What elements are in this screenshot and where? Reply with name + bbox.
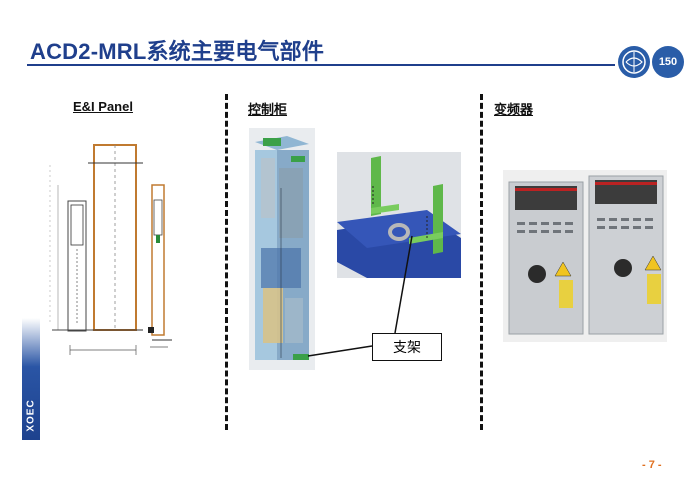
bracket-callout-label: 支架 [372, 333, 442, 361]
anniversary-logo-text: 150 [658, 56, 678, 68]
page-number: - 7 - [642, 459, 662, 471]
ei-panel-drawing [49, 144, 172, 355]
column-separator-left [225, 94, 228, 430]
heading-inverter: 变频器 [494, 102, 534, 117]
inverter-photo [503, 170, 667, 342]
page-title: ACD2-MRL系统主要电气部件 [30, 39, 325, 64]
anniversary-logo-icon: 150 [652, 46, 684, 78]
heading-control-cabinet: 控制柜 [248, 102, 288, 117]
control-cabinet-image [249, 128, 315, 370]
column-separator-right [480, 94, 483, 430]
bracket-closeup-image [337, 152, 461, 278]
heading-ei-panel: E&I Panel [73, 99, 133, 114]
sidebar-brand-text: XOEC [25, 399, 37, 432]
title-divider [27, 64, 615, 66]
company-logo-icon [618, 46, 650, 78]
brand-sidebar [22, 318, 40, 440]
